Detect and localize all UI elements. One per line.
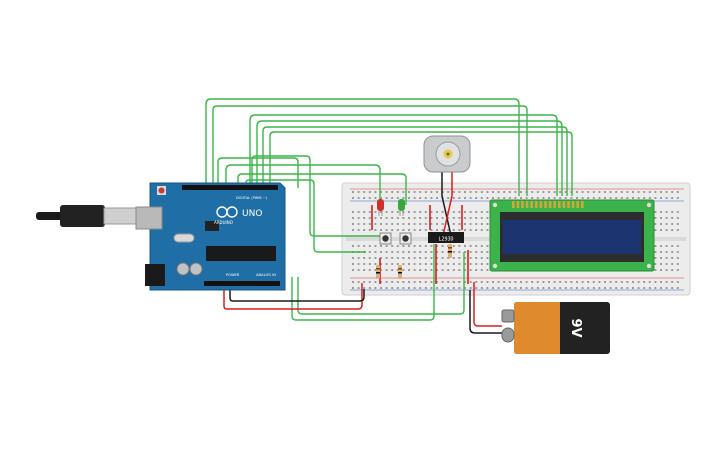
arduino-model-label: UNO [242,209,262,219]
green-led[interactable] [398,199,405,216]
battery-9v[interactable]: 9V [501,302,610,354]
resistor-3[interactable] [448,244,452,258]
arduino-digital-label: DIGITAL (PWM ~) [236,196,268,200]
resistor-1[interactable] [376,265,380,279]
lcd-16x2-display[interactable] [489,199,655,272]
arduino-power-label: POWER [226,273,240,277]
red-led[interactable] [377,199,384,216]
arduino-brand-label: ARDUINO [214,220,233,225]
l293d-chip[interactable]: L293D [428,232,464,243]
dc-motor[interactable] [423,135,471,173]
arduino-analog-label: ANALOG IN [256,273,276,277]
push-button-2[interactable] [399,232,412,245]
push-button-1[interactable] [379,232,392,245]
l293d-label: L293D [438,237,453,243]
arduino-uno-board[interactable]: UNO ARDUINO DIGITAL (PWM ~) POWER ANALOG… [36,182,286,291]
signal-wires [205,98,573,321]
battery-label: 9V [568,318,583,337]
breadboard-jumpers [371,205,469,284]
resistor-2[interactable] [398,265,402,279]
usb-cable [36,205,139,227]
lcd-header-pins [512,201,584,208]
arduino-logo [216,206,238,218]
power-wires [223,170,502,334]
